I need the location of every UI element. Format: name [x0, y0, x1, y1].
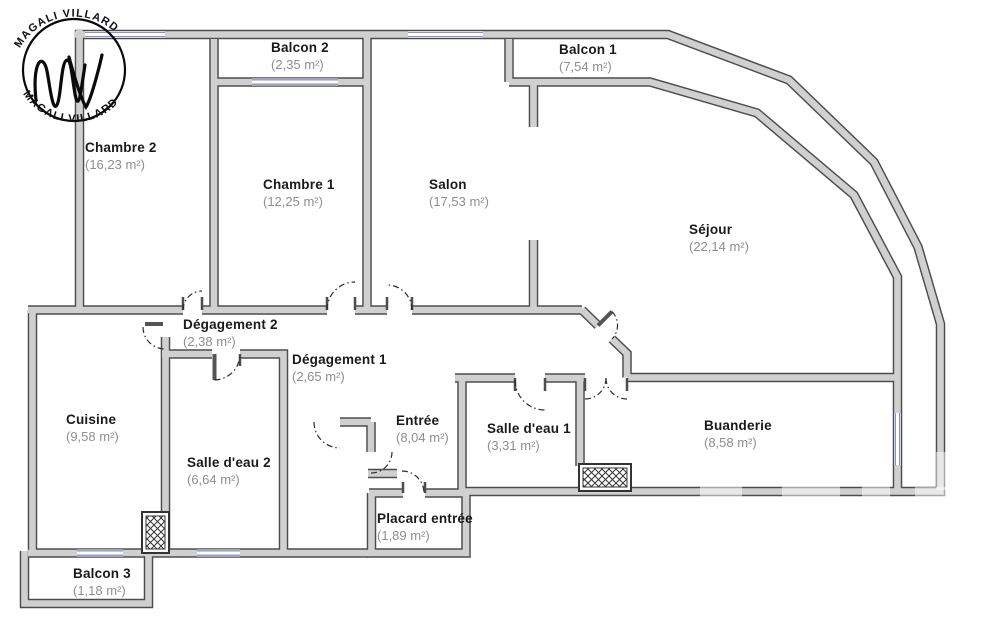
room-label-salle-d-eau-2: Salle d'eau 2 (6,64 m²) — [187, 455, 271, 487]
room-area: (1,89 m²) — [377, 528, 430, 543]
door-arcs — [142, 281, 628, 494]
room-name: Buanderie — [704, 418, 772, 433]
room-area: (1,18 m²) — [73, 583, 126, 598]
room-area: (6,64 m²) — [187, 472, 240, 487]
windows — [77, 31, 901, 557]
room-name: Entrée — [396, 413, 440, 428]
room-name: Dégagement 1 — [292, 352, 387, 367]
room-name: Balcon 3 — [73, 566, 131, 581]
room-area: (7,54 m²) — [559, 59, 612, 74]
room-label-placard-entree: Placard entrée (1,89 m²) — [377, 511, 473, 543]
room-area: (12,25 m²) — [263, 194, 323, 209]
room-name: Salle d'eau 2 — [187, 455, 271, 470]
room-label-degagement-2: Dégagement 2 (2,38 m²) — [183, 317, 278, 349]
room-label-salle-d-eau-1: Salle d'eau 1 (3,31 m²) — [487, 421, 571, 453]
room-label-sejour: Séjour (22,14 m²) — [689, 222, 749, 254]
shaft-cuisine — [141, 511, 170, 554]
room-label-chambre-1: Chambre 1 (12,25 m²) — [263, 177, 335, 209]
room-name: Balcon 2 — [271, 40, 329, 55]
door-leaves — [145, 310, 614, 380]
room-name: Chambre 1 — [263, 177, 335, 192]
shafts — [141, 463, 632, 554]
room-label-balcon-3: Balcon 3 (1,18 m²) — [73, 566, 131, 598]
room-label-degagement-1: Dégagement 1 (2,65 m²) — [292, 352, 387, 384]
room-area: (2,38 m²) — [183, 334, 236, 349]
room-area: (3,31 m²) — [487, 438, 540, 453]
room-area: (17,53 m²) — [429, 194, 489, 209]
shaft-buanderie — [578, 463, 632, 492]
room-area: (8,58 m²) — [704, 435, 757, 450]
room-name: Salon — [429, 177, 467, 192]
room-area: (2,65 m²) — [292, 369, 345, 384]
room-label-salon: Salon (17,53 m²) — [429, 177, 489, 209]
watermark-patches — [700, 452, 995, 499]
room-name: Chambre 2 — [85, 140, 157, 155]
logo-initials-monogram — [33, 53, 104, 110]
room-label-chambre-2: Chambre 2 (16,23 m²) — [85, 140, 157, 172]
room-name: Séjour — [689, 222, 733, 237]
room-name: Placard entrée — [377, 511, 473, 526]
room-name: Cuisine — [66, 412, 117, 427]
room-name: Salle d'eau 1 — [487, 421, 571, 436]
room-area: (16,23 m²) — [85, 157, 145, 172]
room-name: Dégagement 2 — [183, 317, 278, 332]
logo-circle — [21, 17, 127, 123]
room-area: (9,58 m²) — [66, 429, 119, 444]
room-area: (2,35 m²) — [271, 57, 324, 72]
room-area: (8,04 m²) — [396, 430, 449, 445]
room-area: (22,14 m²) — [689, 239, 749, 254]
room-label-buanderie: Buanderie (8,58 m²) — [704, 418, 772, 450]
room-label-balcon-2: Balcon 2 (2,35 m²) — [271, 40, 329, 72]
room-label-balcon-1: Balcon 1 (7,54 m²) — [559, 42, 617, 74]
room-name: Balcon 1 — [559, 42, 617, 57]
room-label-cuisine: Cuisine (9,58 m²) — [66, 412, 119, 444]
room-label-entree: Entrée (8,04 m²) — [396, 413, 449, 445]
